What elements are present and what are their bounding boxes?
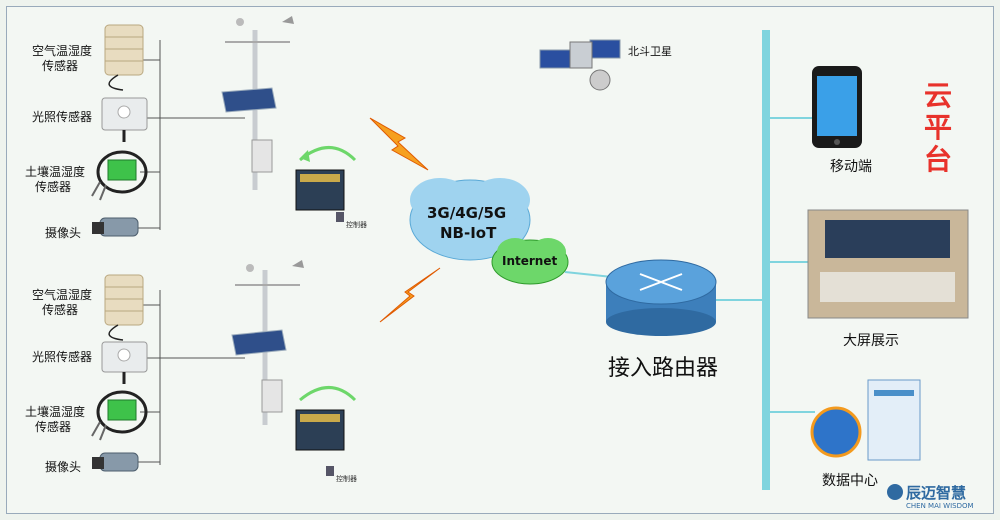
controller-top-icon [295, 146, 357, 222]
weather-station-top [221, 16, 294, 190]
display-label: 大屏展示 [843, 333, 899, 349]
mobile-label: 移动端 [830, 159, 872, 175]
camera-top-label: 摄像头 [45, 226, 82, 240]
camera-bottom-icon [92, 452, 139, 472]
mobile-phone-icon [812, 66, 862, 148]
soil-sensor-top-label: 土壤温湿度 传感器 [25, 165, 86, 194]
air-sensor-bottom-label: 空气温湿度 传感器 [32, 288, 93, 317]
lightning-bottom-icon [379, 267, 441, 323]
light-sensor-bottom-icon [101, 341, 148, 384]
satellite-label: 北斗卫星 [628, 45, 672, 58]
internet-cloud [491, 238, 569, 285]
light-sensor-bottom-label: 光照传感器 [32, 350, 93, 364]
light-sensor-top-label: 光照传感器 [32, 110, 93, 124]
soil-sensor-bottom-label: 土壤温湿度 传感器 [25, 405, 86, 434]
cloud-label-line2: NB-IoT [440, 224, 497, 242]
sensor-bracket-top [135, 40, 245, 230]
network-bus [762, 30, 770, 490]
cloud-platform-label: 云平台 [923, 79, 952, 176]
camera-bottom-label: 摄像头 [45, 460, 82, 474]
datacenter-label: 数据中心 [822, 473, 878, 489]
datacenter-icon [810, 379, 921, 461]
router-label: 接入路由器 [608, 356, 719, 381]
lightning-top-icon [369, 117, 429, 171]
network-cloud [409, 178, 531, 261]
cloud-label-line1: 3G/4G/5G [427, 204, 507, 222]
soil-sensor-top-icon [91, 150, 148, 201]
big-screen-display-icon [807, 209, 969, 319]
soil-sensor-bottom-icon [91, 390, 148, 441]
satellite-icon [539, 39, 621, 91]
air-sensor-bottom-icon [104, 274, 144, 341]
sensor-bracket-bottom [135, 290, 245, 465]
brand-name: 辰迈智慧 [906, 484, 967, 502]
brand-tagline: CHEN MAI WISDOM [906, 502, 974, 510]
light-sensor-top-icon [101, 97, 148, 142]
controller-bottom-label: 控制器 [336, 475, 357, 483]
internet-label: Internet [502, 254, 558, 268]
brand-logo-icon [887, 484, 903, 500]
controller-bottom-icon [295, 386, 357, 476]
camera-top-icon [92, 217, 139, 237]
controller-top-label: 控制器 [346, 221, 367, 229]
air-sensor-top-icon [104, 24, 144, 91]
router-icon [605, 259, 717, 336]
air-sensor-top-label: 空气温湿度 传感器 [32, 44, 93, 73]
weather-station-bottom [231, 260, 304, 425]
